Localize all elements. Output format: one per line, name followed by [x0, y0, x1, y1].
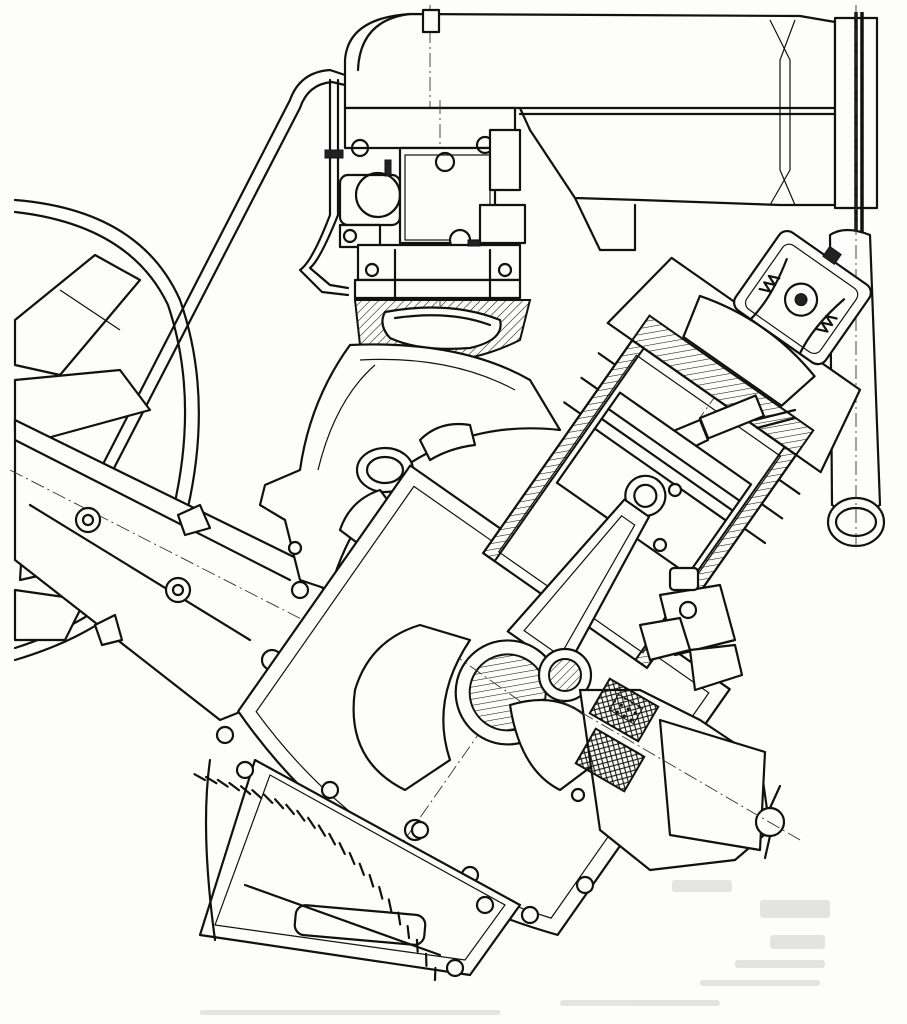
cooling-fin — [274, 798, 285, 810]
cooling-fin — [193, 773, 207, 782]
fuel-line — [98, 68, 350, 474]
cooling-fin — [296, 809, 306, 822]
flywheel-cover — [258, 343, 562, 592]
faded-caption-area — [200, 880, 830, 1015]
cooling-fin — [251, 789, 263, 800]
cooling-fin — [338, 841, 346, 856]
sump-cooling-fins — [193, 773, 437, 982]
gearbox — [559, 677, 801, 872]
oil-filter — [638, 566, 744, 692]
cooling-fin — [328, 832, 337, 846]
cooling-fin — [406, 924, 411, 940]
cooling-fin — [239, 785, 252, 796]
steering-head-tube — [826, 5, 886, 548]
cooling-fin — [307, 816, 316, 829]
crankcase-bolts — [215, 482, 683, 978]
cooling-fin — [368, 873, 375, 888]
cooling-fin — [415, 938, 419, 953]
cooling-fin — [397, 911, 402, 926]
frame-down-tube — [9, 418, 441, 722]
cooling-fin — [348, 851, 356, 866]
cooling-fin — [205, 775, 218, 785]
piston-icon — [555, 391, 753, 576]
carburetor-icon — [338, 100, 527, 345]
cooling-fin — [285, 803, 295, 816]
cylinder-head — [606, 229, 872, 474]
cooling-fin — [317, 824, 327, 837]
cooling-fin — [216, 778, 229, 788]
cooling-fin — [228, 781, 241, 792]
cooling-fin — [387, 898, 393, 913]
cooling-fin — [378, 885, 384, 900]
frame-top-tube — [343, 5, 837, 252]
cooling-fin — [358, 862, 365, 877]
cooling-fin — [262, 793, 274, 805]
crankshaft — [352, 623, 602, 885]
